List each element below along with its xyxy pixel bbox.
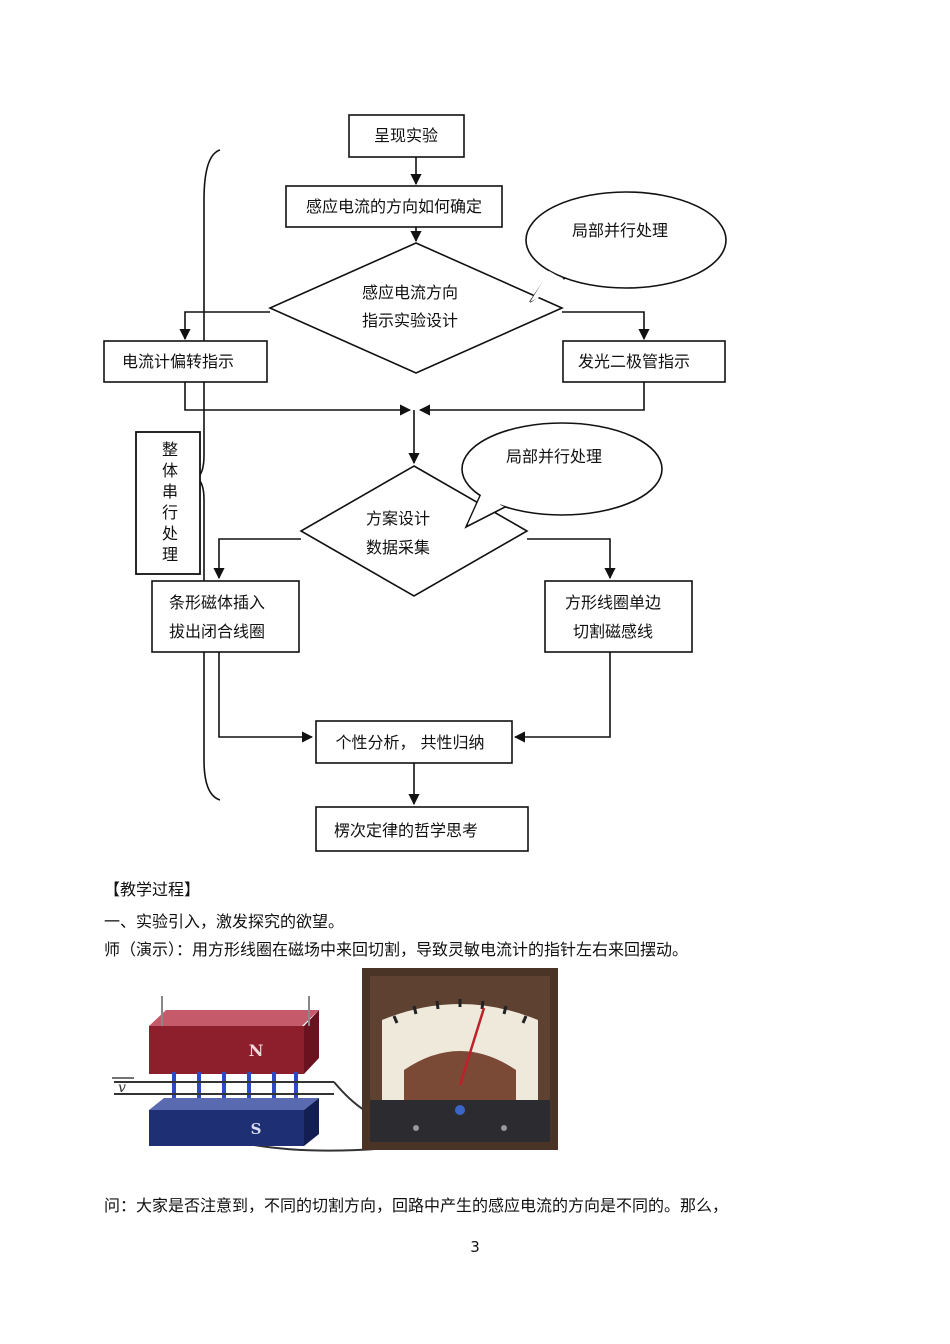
svg-text:理: 理	[162, 545, 178, 564]
svg-text:发光二极管指示: 发光二极管指示	[578, 352, 690, 371]
teaching-flowchart: 呈现实验 感应电流的方向如何确定 感应电流方向 指示实验设计 局部并行处理 电流…	[103, 114, 727, 852]
box-analysis: 个性分析， 共性归纳	[315, 720, 513, 764]
svg-text:行: 行	[162, 503, 178, 522]
svg-text:局部并行处理: 局部并行处理	[572, 221, 668, 240]
magnet-north: N	[149, 1010, 319, 1074]
svg-text:条形磁体插入: 条形磁体插入	[169, 593, 265, 612]
box-series-processing: 整 体 串 行 处 理	[135, 431, 201, 575]
svg-text:v: v	[118, 1080, 126, 1096]
svg-text:切割磁感线: 切割磁感线	[573, 622, 653, 641]
svg-text:串: 串	[162, 482, 178, 501]
magnet-south: S	[149, 1098, 319, 1146]
box-galvanometer: 电流计偏转指示	[103, 340, 268, 383]
svg-text:楞次定律的哲学思考: 楞次定律的哲学思考	[334, 821, 478, 840]
bubble-local-parallel-1: 局部并行处理	[525, 191, 727, 303]
svg-text:整: 整	[162, 440, 178, 459]
box-philosophy: 楞次定律的哲学思考	[315, 806, 529, 852]
svg-text:方形线圈单边: 方形线圈单边	[565, 593, 661, 612]
velocity-arrow-icon: v	[112, 1077, 134, 1096]
box-how-determine: 感应电流的方向如何确定	[285, 185, 503, 228]
bubble-local-parallel-2: 局部并行处理	[461, 422, 663, 529]
svg-text:电流计偏转指示: 电流计偏转指示	[122, 352, 234, 371]
svg-text:拔出闭合线圈: 拔出闭合线圈	[169, 622, 265, 641]
diamond-direction-design: 感应电流方向 指示实验设计	[268, 242, 564, 374]
question-text: 问：大家是否注意到，不同的切割方向，回路中产生的感应电流的方向是不同的。那么，	[104, 1196, 729, 1215]
box-present-experiment: 呈现实验	[348, 114, 465, 158]
teacher-demo-text: 师（演示）：用方形线圈在磁场中来回切割，导致灵敏电流计的指针左右来回摆动。	[104, 940, 689, 959]
svg-text:体: 体	[162, 461, 178, 480]
svg-text:处: 处	[162, 524, 178, 543]
heading-intro: 一、实验引入，激发探究的欲望。	[104, 912, 345, 931]
section-title: 【教学过程】	[104, 880, 201, 899]
svg-text:N: N	[249, 1041, 264, 1060]
experiment-illustration: N v S	[112, 968, 558, 1152]
box-bar-magnet: 条形磁体插入 拔出闭合线圈	[151, 580, 300, 653]
svg-text:数据采集: 数据采集	[366, 538, 430, 557]
box-square-coil: 方形线圈单边 切割磁感线	[544, 580, 693, 653]
svg-text:局部并行处理: 局部并行处理	[506, 447, 602, 466]
svg-text:呈现实验: 呈现实验	[374, 126, 438, 145]
svg-text:指示实验设计: 指示实验设计	[362, 311, 458, 330]
svg-text:方案设计: 方案设计	[366, 509, 430, 528]
galvanometer	[362, 968, 558, 1150]
svg-text:个性分析， 共性归纳: 个性分析， 共性归纳	[335, 733, 484, 752]
box-led: 发光二极管指示	[562, 340, 726, 383]
svg-text:感应电流方向: 感应电流方向	[362, 283, 458, 302]
svg-text:S: S	[251, 1120, 262, 1138]
svg-text:感应电流的方向如何确定: 感应电流的方向如何确定	[306, 197, 482, 216]
page-number: 3	[470, 1238, 480, 1256]
